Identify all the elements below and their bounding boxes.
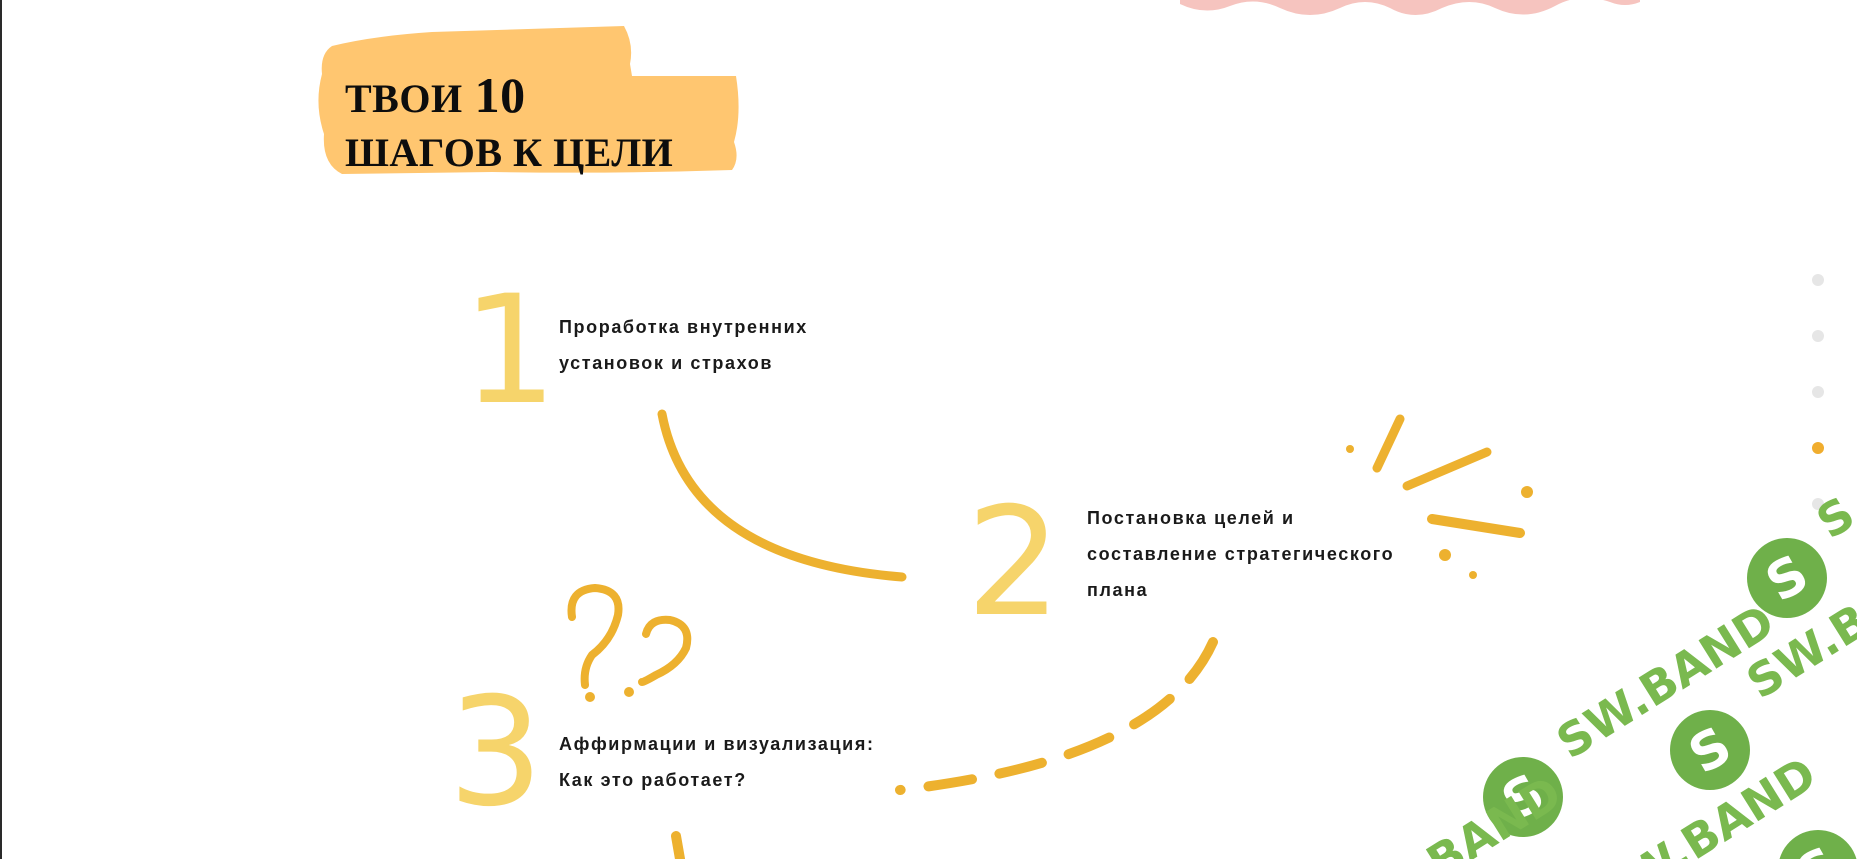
step-text-1: Проработка внутренних установок и страхо… xyxy=(559,309,808,381)
title-number: 10 xyxy=(474,67,526,123)
sparkle-line-2 xyxy=(1402,447,1492,491)
step-2-line-2: составление стратегического xyxy=(1087,544,1395,564)
slide-navigation xyxy=(1812,274,1826,554)
connector-stub-bottom xyxy=(671,831,685,859)
step-number-2: 2 xyxy=(966,476,1062,650)
pink-wave-decoration xyxy=(1180,0,1640,15)
svg-text:SW.BA: SW.BA xyxy=(1737,574,1857,709)
nav-dot-3[interactable] xyxy=(1812,386,1824,398)
step-text-2: Постановка целей и составление стратегич… xyxy=(1087,500,1394,608)
sparkle-line-1 xyxy=(1372,414,1405,473)
step-1-line-2: установок и страхов xyxy=(559,353,774,373)
title-brush-background xyxy=(318,26,739,174)
step-2-line-1: Постановка целей и xyxy=(1087,508,1295,528)
left-border xyxy=(0,0,2,859)
svg-text:W.BAND: W.BAND xyxy=(1617,746,1825,859)
nav-dot-2[interactable] xyxy=(1812,330,1824,342)
step-text-3: Аффирмации и визуализация: Как это работ… xyxy=(559,726,875,798)
connector-dashed-2-3 xyxy=(895,637,1218,795)
step-number-1: 1 xyxy=(462,264,557,438)
step-1-line-1: Проработка внутренних xyxy=(559,317,808,337)
step-3-line-1: Аффирмации и визуализация: xyxy=(559,734,875,754)
nav-dot-1[interactable] xyxy=(1812,274,1824,286)
nav-dot-5[interactable] xyxy=(1812,498,1824,510)
question-mark-1 xyxy=(567,583,623,689)
nav-dot-4-active[interactable] xyxy=(1812,442,1824,454)
swband-watermark: S SW.BAND SW.BA BAND W.BAND S xyxy=(1417,486,1857,859)
question-mark-2 xyxy=(638,615,692,686)
title-line-2: ШАГОВ К ЦЕЛИ xyxy=(345,130,674,175)
step-2-line-3: плана xyxy=(1087,580,1149,600)
sparkle-line-3 xyxy=(1427,514,1525,538)
svg-text:SW.BAND: SW.BAND xyxy=(1547,594,1783,770)
connector-arc-1-2 xyxy=(657,409,907,582)
step-3-line-2: Как это работает? xyxy=(559,770,747,790)
svg-text:BAND: BAND xyxy=(1417,765,1571,859)
step-number-3: 3 xyxy=(448,666,544,840)
title-word: ТВОИ xyxy=(345,76,463,121)
